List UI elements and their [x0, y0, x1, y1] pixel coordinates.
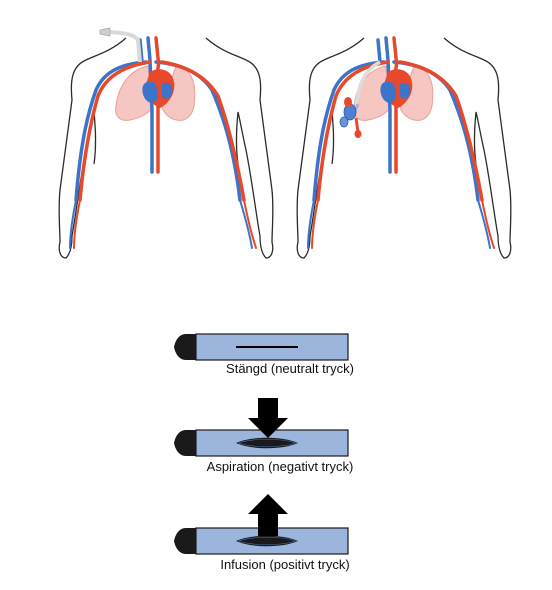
catheter-tip	[174, 528, 196, 554]
arrow-up	[248, 494, 288, 536]
left-lung	[399, 65, 434, 121]
caption-aspiration: Aspiration (negativt tryck)	[206, 459, 354, 474]
implanted-port	[339, 60, 381, 138]
catheter-tip	[174, 430, 196, 456]
catheter-tip	[174, 334, 196, 360]
catheter-state-aspiration	[174, 398, 349, 457]
blood-vessels	[307, 36, 495, 249]
catheter-state-closed	[174, 333, 349, 361]
left-lung	[161, 65, 196, 121]
blood-vessels	[69, 36, 257, 249]
caption-infusion: Infusion (positivt tryck)	[220, 557, 350, 572]
heart	[142, 69, 175, 108]
catheter-state-infusion	[174, 494, 349, 555]
torso-right-illustration	[296, 36, 512, 259]
right-lung	[115, 65, 153, 121]
caption-closed: Stängd (neutralt tryck)	[226, 361, 354, 376]
torso-left-illustration	[58, 27, 274, 259]
heart	[380, 69, 413, 108]
neck-catheter-tube	[99, 27, 142, 63]
arrow-down	[248, 398, 288, 438]
